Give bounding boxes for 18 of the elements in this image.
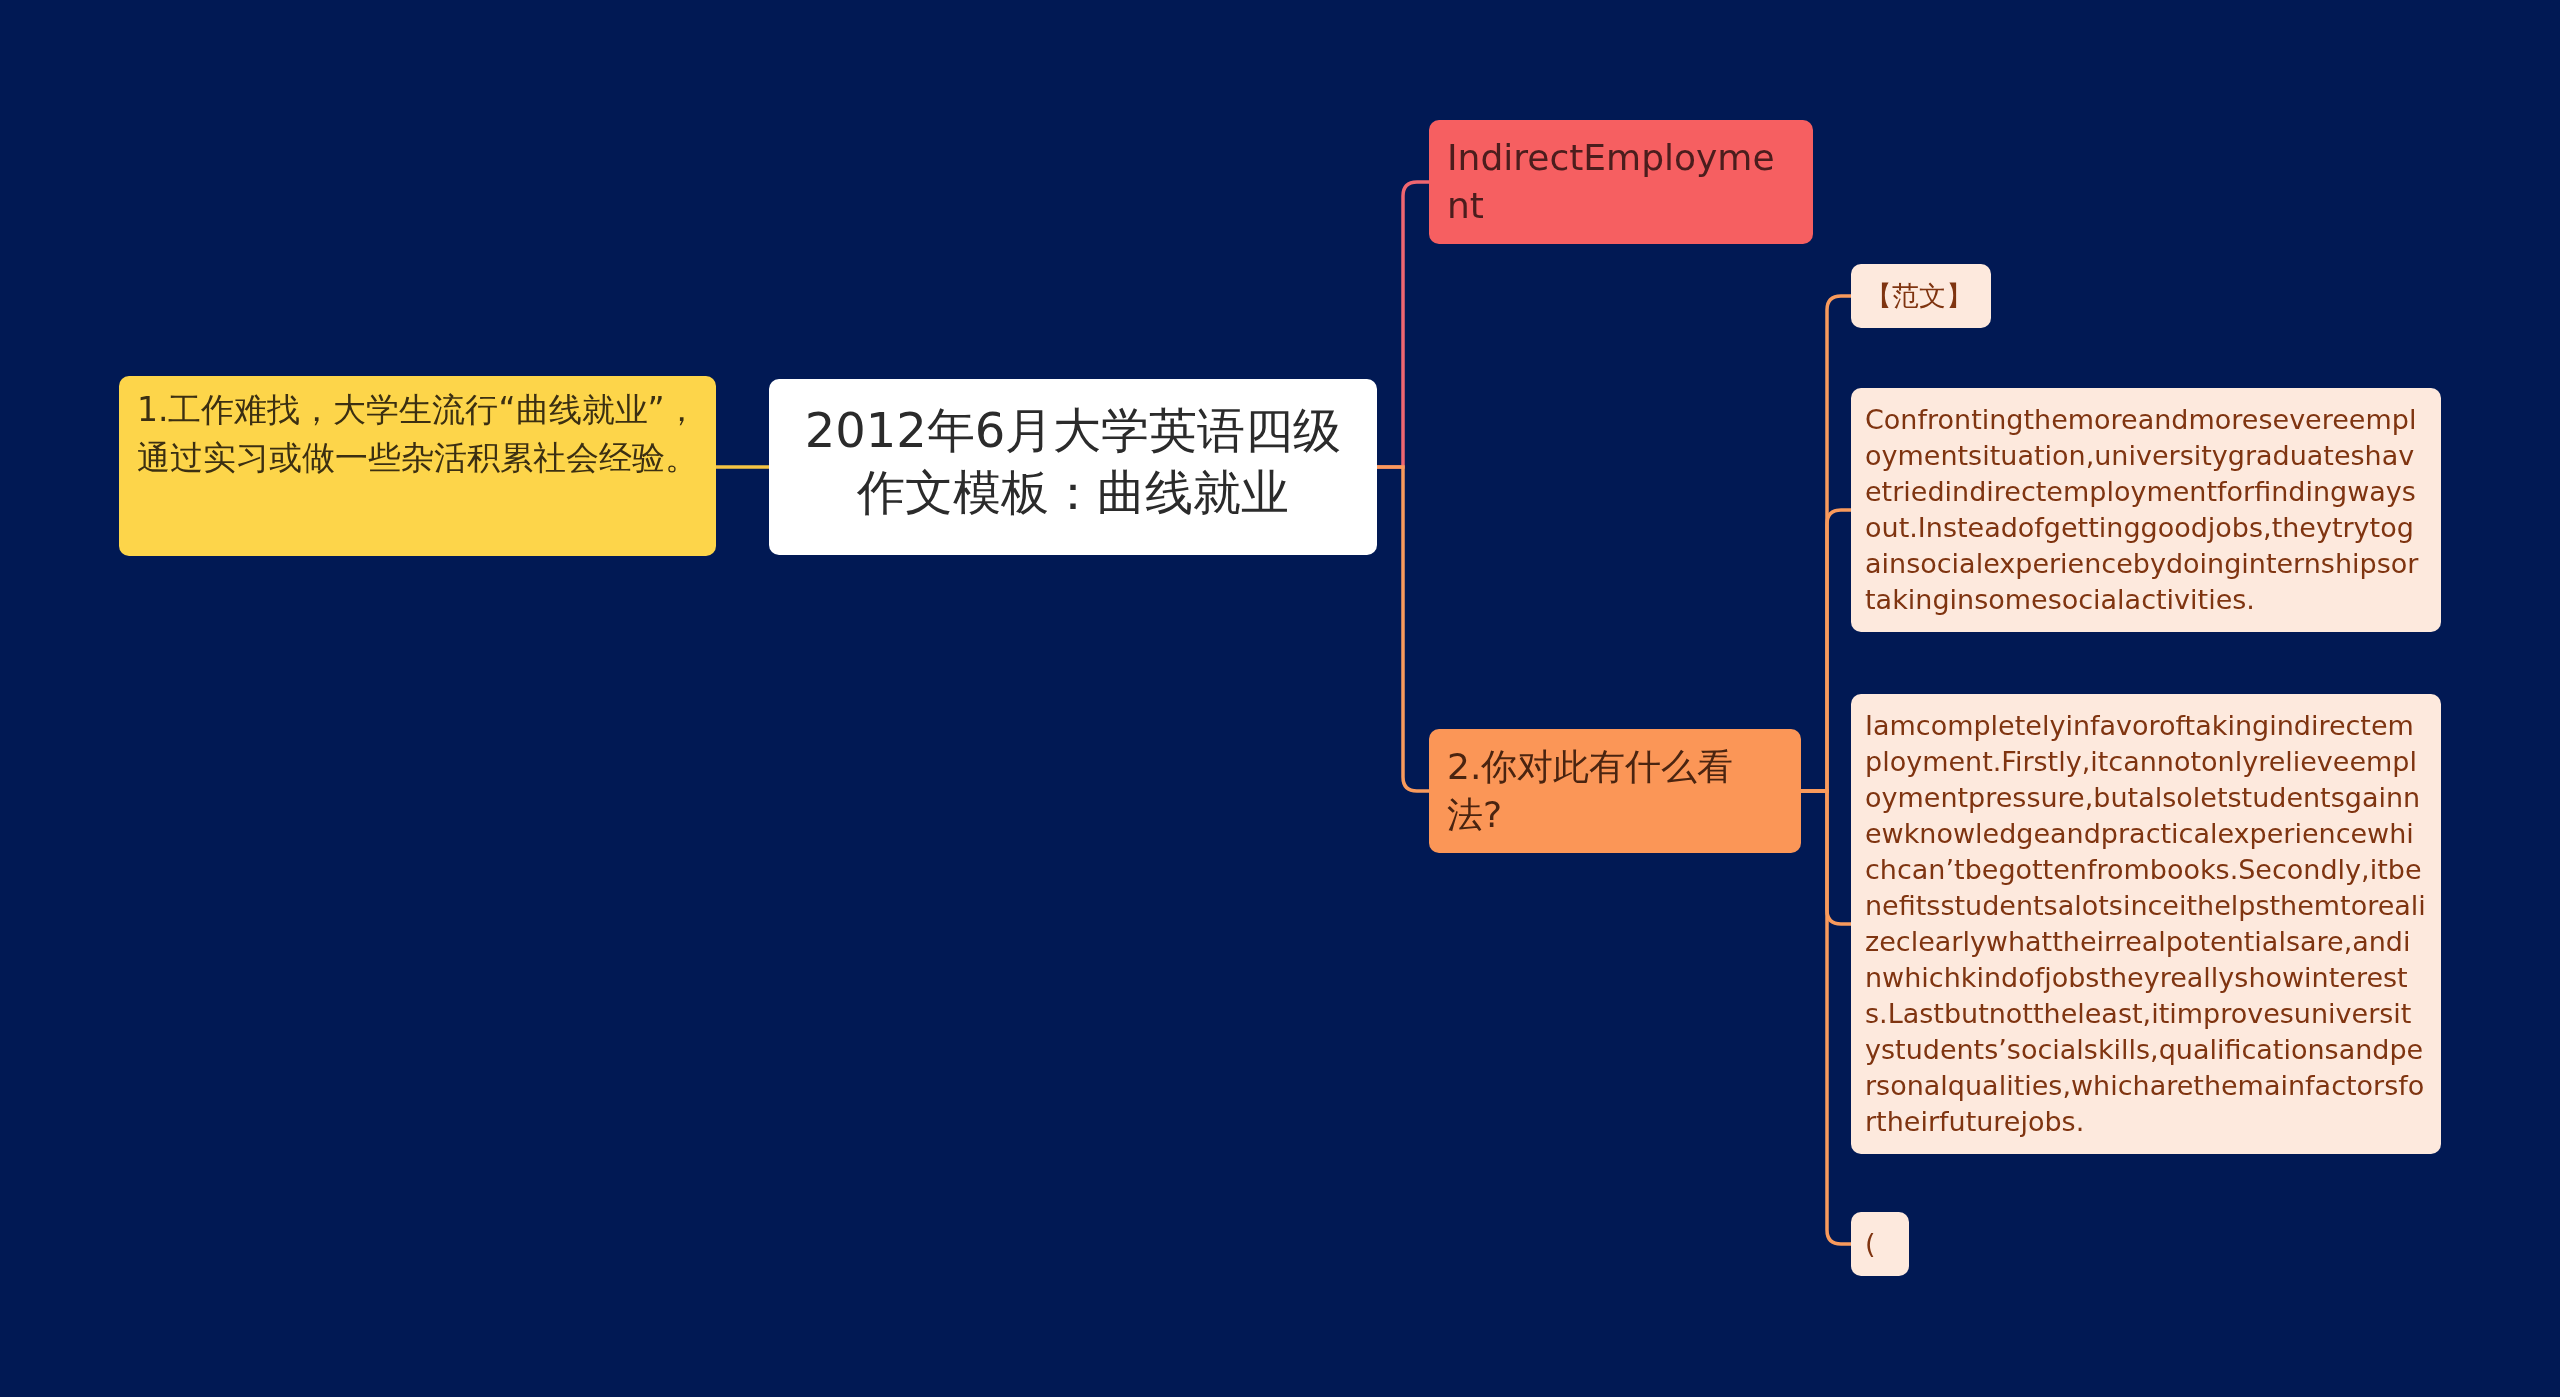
topic-box — [119, 376, 716, 556]
connector-line — [1801, 789, 1851, 1246]
node-text: IndirectEmployment — [1447, 136, 1776, 228]
topic-box — [1429, 120, 1813, 244]
note-box — [1851, 1212, 1909, 1276]
node-text: 2.你对此有什么看法? — [1447, 745, 1735, 837]
node-text: 2012年6月大学英语四级作文模板：曲线就业 — [803, 401, 1343, 522]
note-box — [1851, 388, 2441, 632]
node-text: 【范文】 — [1865, 279, 1974, 313]
node-text: 1.工作难找，大学生流行“曲线就业”，通过实习或做一些杂活积累社会经验。 — [137, 389, 698, 479]
node-text: Iamcompletelyinfavoroftakingindirectemployment.Firstly,itcannotonlyrelieveemploymentpressure,butalsoletstudentsgainnewknowledgeandpracticalexperiencewhichcan’tbegottenfrombooks.Secondly,itbenefitsstudentsalotsinceithelpsthemtorealizeclearlywhattheirrealpotentialsare,andinwhichkindofjobstheyreallyshowinterests.Lastbutnottheleast,itimprovesuniversitystudents’socialskills,qualificationsandpersonalqualities,whicharethemainfactorsfortheirfuturejobs. — [1865, 709, 2427, 1139]
central-topic — [769, 379, 1377, 555]
node-text: Confrontingthemoreandmoresevereemploymentsituation,universitygraduateshavetriedindirectemploymentforfindingwaysout.Insteadofgettinggoodjobs,theytrytogainsocialexperiencebydoinginternshipsortakinginsomesocialactivities. — [1865, 403, 2420, 617]
connector-line — [716, 465, 769, 469]
note-box — [1851, 264, 1991, 328]
node-text: ( — [1865, 1227, 1877, 1261]
connector-line — [1377, 465, 1429, 793]
topic-box — [1429, 729, 1801, 853]
